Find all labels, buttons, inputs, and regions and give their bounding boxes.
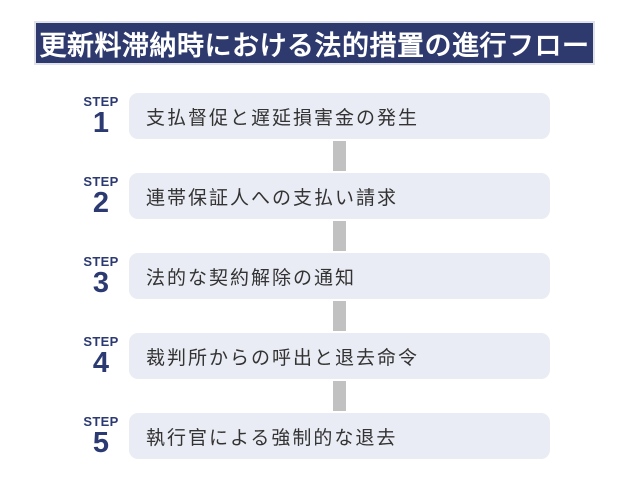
step-word: STEP bbox=[83, 93, 119, 109]
step-text: 裁判所からの呼出と退去命令 bbox=[146, 347, 420, 369]
flow-connector bbox=[333, 301, 346, 331]
step-text: 支払督促と遅延損害金の発生 bbox=[146, 107, 420, 129]
step-row-2: STEP 2 連帯保証人への支払い請求 bbox=[80, 173, 640, 219]
step-row-3: STEP 3 法的な契約解除の通知 bbox=[80, 253, 640, 299]
page-title: 更新料滞納時における法的措置の進行フロー bbox=[39, 30, 590, 61]
step-label-1: STEP 1 bbox=[80, 95, 122, 138]
step-box-3: 法的な契約解除の通知 bbox=[129, 253, 550, 299]
flow-connector bbox=[333, 141, 346, 171]
step-row-5: STEP 5 執行官による強制的な退去 bbox=[80, 413, 640, 459]
step-box-1: 支払督促と遅延損害金の発生 bbox=[129, 93, 550, 139]
step-label-3: STEP 3 bbox=[80, 255, 122, 298]
step-word: STEP bbox=[83, 413, 119, 429]
step-word: STEP bbox=[83, 253, 119, 269]
step-number: 1 bbox=[92, 106, 110, 139]
flow-connector bbox=[333, 381, 346, 411]
step-label-2: STEP 2 bbox=[80, 175, 122, 218]
step-box-2: 連帯保証人への支払い請求 bbox=[129, 173, 550, 219]
step-word: STEP bbox=[83, 333, 119, 349]
step-text: 執行官による強制的な退去 bbox=[146, 427, 398, 449]
step-text: 連帯保証人への支払い請求 bbox=[146, 187, 399, 209]
step-label-4: STEP 4 bbox=[80, 335, 122, 378]
step-number: 2 bbox=[92, 186, 110, 219]
flow-connector bbox=[333, 221, 346, 251]
step-label-5: STEP 5 bbox=[80, 415, 122, 458]
step-row-1: STEP 1 支払督促と遅延損害金の発生 bbox=[80, 93, 640, 139]
step-number: 4 bbox=[92, 346, 110, 379]
step-flow: STEP 1 支払督促と遅延損害金の発生 STEP 2 連帯保証人への支払い請求… bbox=[0, 93, 640, 459]
step-box-4: 裁判所からの呼出と退去命令 bbox=[129, 333, 550, 379]
step-number: 3 bbox=[92, 266, 110, 299]
step-text: 法的な契約解除の通知 bbox=[146, 267, 357, 289]
step-word: STEP bbox=[83, 173, 119, 189]
step-row-4: STEP 4 裁判所からの呼出と退去命令 bbox=[80, 333, 640, 379]
step-box-5: 執行官による強制的な退去 bbox=[129, 413, 550, 459]
title-banner: 更新料滞納時における法的措置の進行フロー bbox=[34, 21, 595, 65]
step-number: 5 bbox=[92, 426, 110, 459]
